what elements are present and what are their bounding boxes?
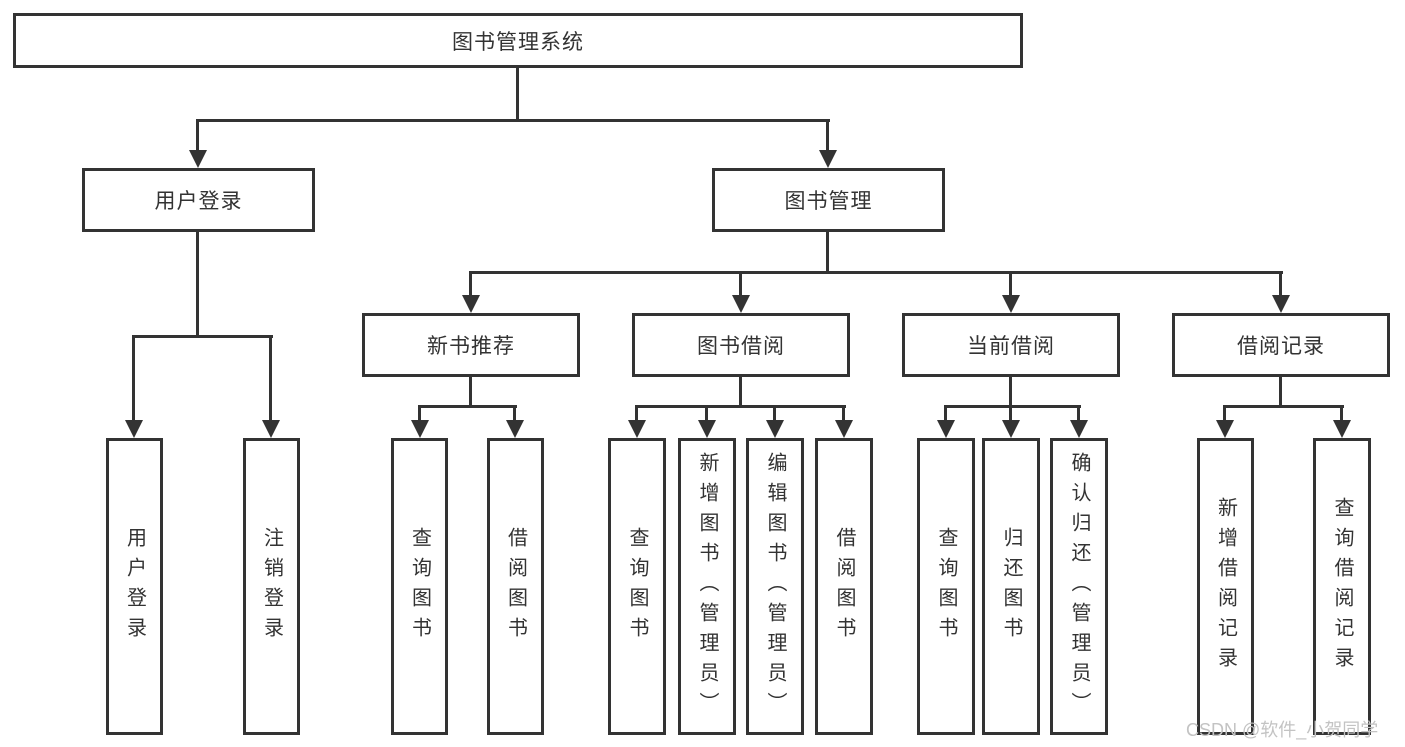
connector-records-drop-2: [1340, 405, 1343, 422]
leaf-user-login-label: 用户登录: [123, 526, 146, 647]
leaf-confirm-return-admin: 确认归还（管理员）: [1050, 438, 1108, 735]
connector-bookmgmt-drop-3: [1009, 271, 1012, 298]
arrowhead-down-icon: [628, 420, 646, 438]
arrowhead-down-icon: [262, 420, 280, 438]
connector-root-drop-left: [196, 119, 199, 153]
arrowhead-down-icon: [1070, 420, 1088, 438]
leaf-edit-books-admin-label: 编辑图书（管理员）: [764, 451, 786, 722]
leaf-query-books-recommend-label: 查询图书: [408, 526, 431, 647]
leaf-confirm-return-admin-label: 确认归还（管理员）: [1068, 451, 1090, 722]
arrowhead-down-icon: [506, 420, 524, 438]
leaf-query-books-borrowing-label: 查询图书: [626, 526, 648, 647]
connector-borrowing-drop-1: [635, 405, 638, 422]
connector-borrowing-drop-4: [842, 405, 845, 422]
leaf-add-books-admin: 新增图书（管理员）: [678, 438, 736, 735]
leaf-borrow-books-borrowing-label: 借阅图书: [833, 526, 855, 647]
connector-root-drop-right: [826, 119, 829, 153]
arrowhead-down-icon: [732, 295, 750, 313]
arrowhead-down-icon: [819, 150, 837, 168]
connector-recommend-drop-1: [418, 405, 421, 422]
node-library-system: 图书管理系统: [13, 13, 1023, 68]
arrowhead-down-icon: [1333, 420, 1351, 438]
connector-borrowing-drop-3: [773, 405, 776, 422]
leaf-return-books: 归还图书: [982, 438, 1040, 735]
connector-bookmgmt-drop-4: [1279, 271, 1282, 298]
connector-records-stem: [1279, 377, 1282, 408]
leaf-add-borrow-record: 新增借阅记录: [1197, 438, 1254, 735]
watermark-text: CSDN @软件_小贺同学: [1186, 720, 1379, 740]
connector-current-stem: [1009, 377, 1012, 408]
leaf-query-books-recommend: 查询图书: [391, 438, 448, 735]
leaf-query-books-borrowing: 查询图书: [608, 438, 666, 735]
connector-current-drop-2: [1009, 405, 1012, 422]
node-new-book-recommend-label: 新书推荐: [427, 335, 515, 358]
arrowhead-down-icon: [462, 295, 480, 313]
leaf-borrow-books-borrowing: 借阅图书: [815, 438, 873, 735]
connector-recommend-hline: [418, 405, 517, 408]
arrowhead-down-icon: [937, 420, 955, 438]
node-user-login-label: 用户登录: [154, 190, 243, 213]
connector-bookmgmt-hline: [469, 271, 1283, 274]
leaf-query-books-current: 查询图书: [917, 438, 975, 735]
connector-root-hline: [196, 119, 830, 122]
leaf-query-borrow-record: 查询借阅记录: [1313, 438, 1371, 735]
arrowhead-down-icon: [411, 420, 429, 438]
connector-bookmgmt-drop-2: [739, 271, 742, 298]
connector-recommend-stem: [469, 377, 472, 408]
connector-recommend-drop-2: [513, 405, 516, 422]
connector-root-stem: [516, 68, 519, 121]
arrowhead-down-icon: [189, 150, 207, 168]
arrowhead-down-icon: [1272, 295, 1290, 313]
arrowhead-down-icon: [698, 420, 716, 438]
arrowhead-down-icon: [835, 420, 853, 438]
connector-records-drop-1: [1223, 405, 1226, 422]
connector-userlogin-hline: [132, 335, 273, 338]
node-book-borrowing-label: 图书借阅: [697, 335, 785, 358]
node-book-borrowing: 图书借阅: [632, 313, 850, 377]
connector-current-drop-1: [944, 405, 947, 422]
leaf-add-borrow-record-label: 新增借阅记录: [1214, 496, 1237, 677]
arrowhead-down-icon: [1216, 420, 1234, 438]
node-book-management: 图书管理: [712, 168, 945, 232]
leaf-add-books-admin-label: 新增图书（管理员）: [696, 451, 718, 722]
connector-userlogin-drop-1: [132, 335, 135, 423]
leaf-borrow-books-recommend: 借阅图书: [487, 438, 544, 735]
connector-current-drop-3: [1077, 405, 1080, 422]
node-current-borrowing-label: 当前借阅: [967, 335, 1055, 358]
leaf-logout-label: 注销登录: [260, 526, 283, 647]
connector-userlogin-drop-2: [269, 335, 272, 423]
leaf-return-books-label: 归还图书: [1000, 526, 1022, 647]
connector-borrowing-stem: [739, 377, 742, 408]
connector-borrowing-hline: [635, 405, 846, 408]
connector-current-hline: [944, 405, 1081, 408]
connector-bookmgmt-stem: [826, 232, 829, 274]
leaf-user-login: 用户登录: [106, 438, 163, 735]
arrowhead-down-icon: [766, 420, 784, 438]
connector-bookmgmt-drop-1: [469, 271, 472, 298]
arrowhead-down-icon: [1002, 420, 1020, 438]
node-current-borrowing: 当前借阅: [902, 313, 1120, 377]
node-new-book-recommend: 新书推荐: [362, 313, 580, 377]
leaf-query-borrow-record-label: 查询借阅记录: [1331, 496, 1353, 677]
leaf-query-books-current-label: 查询图书: [935, 526, 957, 647]
node-user-login: 用户登录: [82, 168, 315, 232]
arrowhead-down-icon: [1002, 295, 1020, 313]
node-book-management-label: 图书管理: [784, 190, 873, 213]
connector-userlogin-stem: [196, 232, 199, 337]
connector-borrowing-drop-2: [705, 405, 708, 422]
node-library-system-label: 图书管理系统: [452, 30, 584, 54]
connector-records-hline: [1223, 405, 1344, 408]
leaf-borrow-books-recommend-label: 借阅图书: [504, 526, 527, 647]
leaf-logout: 注销登录: [243, 438, 300, 735]
arrowhead-down-icon: [125, 420, 143, 438]
node-borrowing-records-label: 借阅记录: [1237, 335, 1325, 358]
leaf-edit-books-admin: 编辑图书（管理员）: [746, 438, 804, 735]
node-borrowing-records: 借阅记录: [1172, 313, 1390, 377]
